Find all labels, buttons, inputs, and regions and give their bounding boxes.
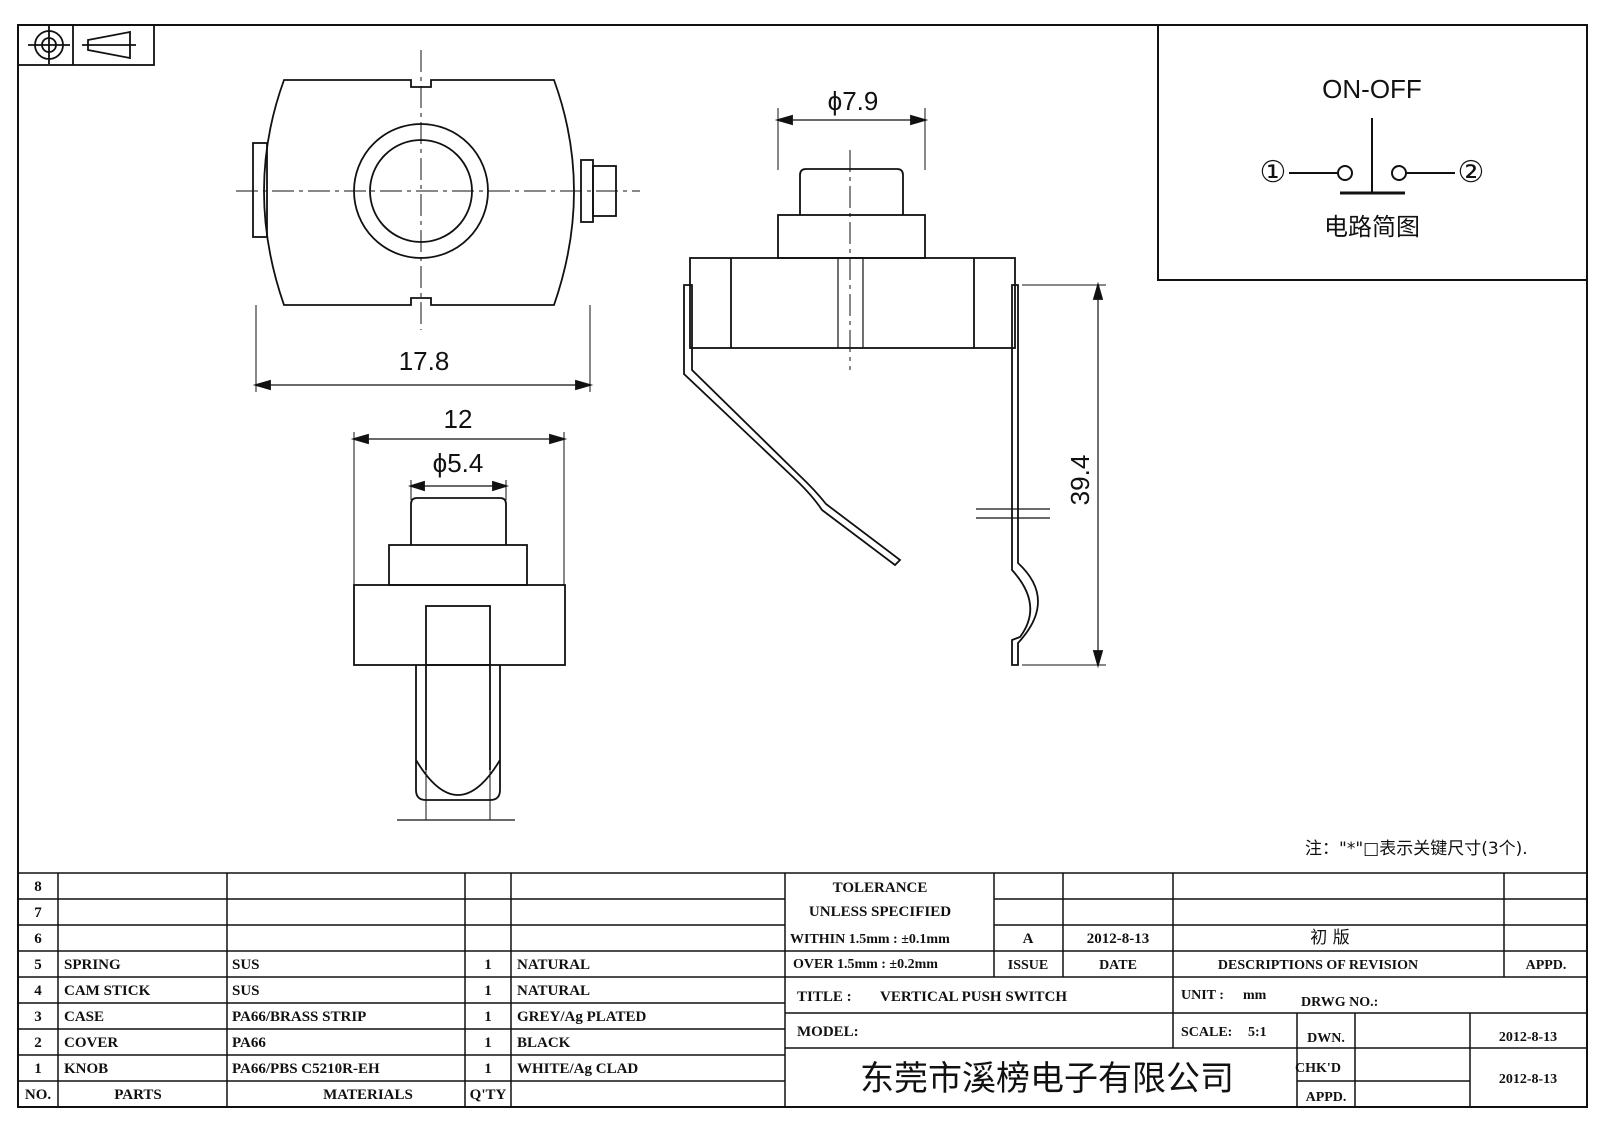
svg-text:NO.: NO. [25, 1087, 52, 1103]
circuit-diagram: ON-OFF ① ② 电路简图 [1157, 24, 1588, 281]
svg-text:2012-8-13: 2012-8-13 [1499, 1072, 1557, 1087]
table-row: 5 SPRING SUS 1 NATURAL [34, 957, 590, 973]
revision-block: A 2012-8-13 初 版 ISSUE DATE DESCRIPTIONS … [1008, 928, 1567, 973]
dimension-width: 17.8 [399, 346, 450, 376]
key-dimension-note: 注："*"□表示关键尺寸(3个). [1305, 839, 1528, 859]
svg-text:5: 5 [34, 957, 42, 973]
terminal-2-label: ② [1458, 155, 1485, 190]
sheet-border [17, 24, 1588, 1108]
svg-text:NATURAL: NATURAL [517, 957, 590, 973]
dimension-height: 39.4 [1065, 455, 1095, 506]
svg-text:SCALE:: SCALE: [1181, 1025, 1232, 1040]
svg-text:KNOB: KNOB [64, 1061, 108, 1077]
front-view [350, 432, 568, 821]
svg-text:6: 6 [34, 931, 42, 947]
svg-text:CAM STICK: CAM STICK [64, 983, 151, 999]
title-block: TITLE : VERTICAL PUSH SWITCH UNIT : mm D… [797, 988, 1557, 1105]
dimension-diameter-bottom: ϕ5.4 [433, 448, 484, 478]
parts-table [18, 872, 1587, 1107]
svg-text:PA66/PBS C5210R-EH: PA66/PBS C5210R-EH [232, 1061, 380, 1077]
svg-text:Q'TY: Q'TY [470, 1087, 507, 1103]
svg-text:WITHIN 1.5mm : ±0.1mm: WITHIN 1.5mm : ±0.1mm [790, 932, 950, 947]
svg-text:1: 1 [484, 983, 492, 999]
svg-text:1: 1 [34, 1061, 42, 1077]
svg-text:DWN.: DWN. [1307, 1031, 1345, 1046]
table-row: 8 [34, 879, 42, 895]
drawing-title: VERTICAL PUSH SWITCH [880, 989, 1067, 1005]
svg-text:SPRING: SPRING [64, 957, 121, 973]
svg-text:PARTS: PARTS [114, 1087, 162, 1103]
circuit-title: ON-OFF [1322, 74, 1422, 104]
svg-text:SUS: SUS [232, 957, 260, 973]
svg-text:UNIT :: UNIT : [1181, 988, 1224, 1003]
company-name: 东莞市溪榜电子有限公司 [860, 1059, 1234, 1099]
svg-text:MATERIALS: MATERIALS [323, 1087, 413, 1103]
tolerance-block: TOLERANCE UNLESS SPECIFIED WITHIN 1.5mm … [790, 880, 951, 972]
svg-text:COVER: COVER [64, 1035, 118, 1051]
svg-text:7: 7 [34, 905, 42, 921]
circuit-caption: 电路简图 [1324, 213, 1420, 241]
svg-text:MODEL:: MODEL: [797, 1024, 859, 1040]
svg-text:OVER 1.5mm : ±0.2mm: OVER 1.5mm : ±0.2mm [793, 957, 938, 972]
svg-text:2012-8-13: 2012-8-13 [1499, 1030, 1557, 1045]
svg-text:UNLESS SPECIFIED: UNLESS SPECIFIED [809, 904, 951, 920]
svg-text:BLACK: BLACK [517, 1035, 571, 1051]
svg-text:PA66: PA66 [232, 1035, 266, 1051]
svg-text:2: 2 [34, 1035, 42, 1051]
svg-text:4: 4 [34, 983, 42, 999]
svg-text:GREY/Ag PLATED: GREY/Ag PLATED [517, 1009, 646, 1025]
svg-text:DESCRIPTIONS OF REVISION: DESCRIPTIONS OF REVISION [1218, 958, 1418, 973]
svg-text:1: 1 [484, 1035, 492, 1051]
svg-text:1: 1 [484, 1061, 492, 1077]
svg-text:SUS: SUS [232, 983, 260, 999]
svg-text:1: 1 [484, 957, 492, 973]
svg-text:NATURAL: NATURAL [517, 983, 590, 999]
svg-text:8: 8 [34, 879, 42, 895]
svg-text:A: A [1023, 931, 1034, 947]
table-row: 6 [34, 931, 42, 947]
table-row: 2 COVER PA66 1 BLACK [34, 1035, 570, 1051]
svg-text:5:1: 5:1 [1248, 1025, 1267, 1040]
svg-text:PA66/BRASS STRIP: PA66/BRASS STRIP [232, 1009, 366, 1025]
title-label: TITLE : [797, 989, 852, 1005]
svg-text:DRWG NO.:: DRWG NO.: [1301, 995, 1378, 1010]
projection-symbol-icon [17, 24, 155, 66]
parts-rows: 8 7 6 5 SPRING SUS 1 NATURAL 4 CAM STICK… [25, 879, 647, 1103]
svg-text:APPD.: APPD. [1526, 958, 1567, 973]
svg-text:mm: mm [1243, 988, 1267, 1003]
svg-text:APPD.: APPD. [1306, 1090, 1347, 1105]
svg-text:1: 1 [484, 1009, 492, 1025]
svg-text:TOLERANCE: TOLERANCE [833, 880, 928, 896]
table-header-row: NO. PARTS MATERIALS Q'TY [25, 1087, 507, 1103]
dimension-diameter-top: ϕ7.9 [828, 86, 879, 116]
svg-text:2012-8-13: 2012-8-13 [1087, 931, 1150, 947]
svg-text:初 版: 初 版 [1310, 928, 1349, 948]
terminal-1-label: ① [1260, 155, 1287, 190]
table-row: 1 KNOB PA66/PBS C5210R-EH 1 WHITE/Ag CLA… [34, 1061, 638, 1077]
table-row: 3 CASE PA66/BRASS STRIP 1 GREY/Ag PLATED [34, 1009, 646, 1025]
svg-text:WHITE/Ag CLAD: WHITE/Ag CLAD [517, 1061, 638, 1077]
svg-text:DATE: DATE [1099, 958, 1137, 973]
dimension-width-bottom: 12 [444, 404, 473, 434]
svg-text:CHK'D: CHK'D [1295, 1061, 1341, 1076]
svg-text:3: 3 [34, 1009, 42, 1025]
side-view [683, 108, 1106, 669]
table-row: 4 CAM STICK SUS 1 NATURAL [34, 983, 590, 999]
svg-text:ISSUE: ISSUE [1008, 958, 1048, 973]
top-view [236, 50, 640, 392]
svg-text:CASE: CASE [64, 1009, 104, 1025]
table-row: 7 [34, 905, 42, 921]
